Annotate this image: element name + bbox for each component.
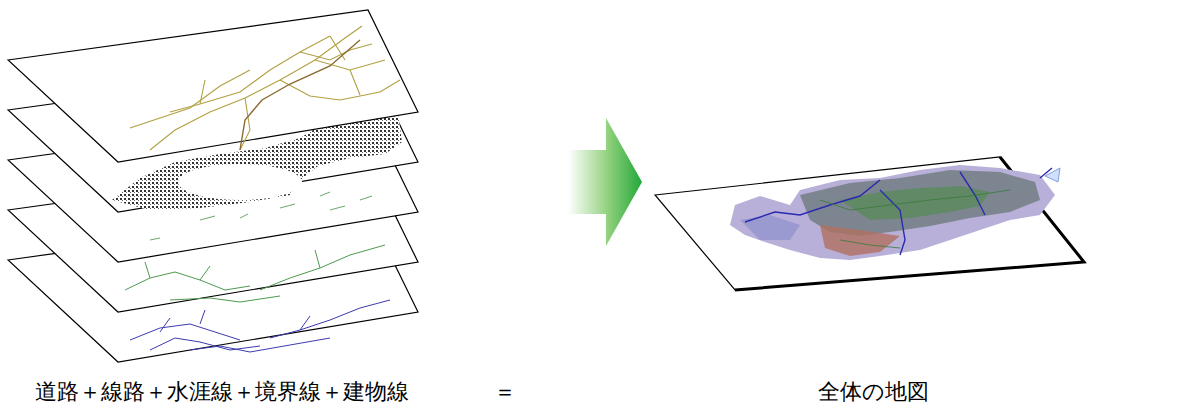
combined-map bbox=[655, 157, 1084, 290]
result-caption: 全体の地図 bbox=[818, 378, 929, 406]
gradient-arrow bbox=[568, 118, 642, 246]
equals-sign: ＝ bbox=[494, 378, 516, 406]
layer-sheet bbox=[8, 10, 418, 162]
layer-list-caption: 道路＋線路＋水涯線＋境界線＋建物線 bbox=[35, 378, 409, 406]
